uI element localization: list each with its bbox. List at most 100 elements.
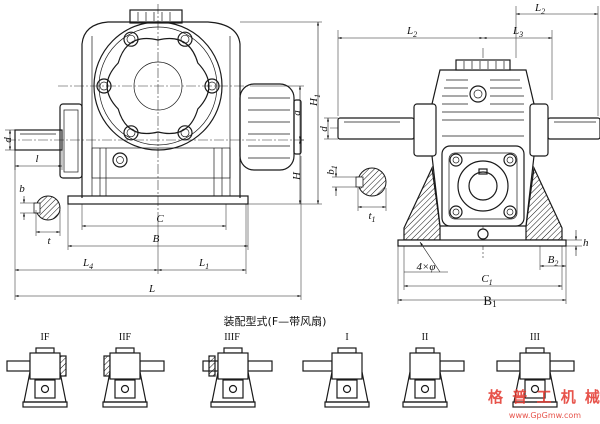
side-output-flange-stroke [441, 145, 525, 227]
dim-L2-top-symbol: L [534, 2, 541, 14]
bolt-hole-stroke [96, 78, 112, 94]
dim-h-label: h [583, 237, 589, 249]
dim-B2-label: B2 [548, 254, 559, 268]
dim-t-label: t [47, 235, 51, 247]
side-shaft-right-stroke [547, 117, 600, 140]
bolt-hole-stroke [177, 125, 193, 141]
config-icon-IIIF-stroke [228, 384, 238, 394]
keyway-section-stroke [33, 202, 41, 214]
dim-h-symbol: h [583, 237, 589, 249]
side-oil-plug [469, 85, 487, 103]
dim-L2-subscript: 2 [413, 30, 417, 39]
watermark-text: 格 普 工 机 械 [488, 388, 600, 406]
config-icon-III-stroke [524, 379, 546, 399]
cooling-fan-housing-stroke [239, 83, 295, 171]
oil-plug [112, 152, 128, 168]
shaft-right [247, 360, 273, 372]
config-icon-III [496, 347, 575, 408]
flange-corner-holes [449, 153, 517, 219]
side-bearing-covers-stroke [413, 103, 437, 157]
config-icon-I [302, 347, 370, 408]
keyway-section: b t [19, 183, 61, 247]
shaft-left [496, 360, 521, 372]
config-label-III: III [530, 332, 540, 343]
dim-b1: b1 [325, 165, 358, 196]
side-output-flange-stroke [457, 160, 509, 212]
bolt-hole-stroke [123, 125, 139, 141]
input-bearing-cover [59, 103, 83, 179]
dim-L3-symbol: L [512, 25, 519, 37]
top-cover [129, 9, 183, 24]
shaft-right [549, 360, 575, 372]
config-icon-I-stroke [337, 347, 357, 354]
output-flange-stroke [133, 61, 183, 111]
shaft-left [302, 360, 333, 372]
watermark-url: www.GpGmw.com [509, 411, 581, 420]
front-view: d l b t [2, 4, 322, 300]
bolt-hole [204, 78, 220, 94]
config-icon-IIIF-stroke [217, 352, 249, 380]
dim-h: h [566, 230, 589, 256]
bolt-hole-stroke [180, 34, 190, 44]
gear-housing-stroke [91, 147, 231, 179]
config-icon-II [402, 347, 465, 408]
fan [59, 355, 67, 377]
dim-L4: L4 [14, 150, 159, 300]
config-label-IIIF: IIIF [224, 332, 240, 343]
config-icon-II-stroke [420, 384, 430, 394]
oil-plug-stroke [116, 156, 124, 164]
output-flange [93, 21, 223, 151]
dim-H1: H1 [240, 21, 322, 205]
flange-corner-holes-stroke [452, 156, 460, 164]
dim-L2-symbol: L [406, 25, 413, 37]
dim-t: t [35, 210, 61, 247]
dim-side-d-label: d [318, 126, 330, 132]
side-cooling-fins [442, 79, 524, 137]
dim-H-symbol: H [291, 171, 303, 181]
dim-B1-subscript: 1 [492, 299, 497, 309]
callout-mounting-holes: 4×φ [404, 241, 448, 273]
dim-L4-symbol: L [82, 257, 89, 269]
dim-t1-symbol: t [368, 210, 372, 222]
config-icon-IIF-stroke [120, 384, 130, 394]
bolt-hole [177, 31, 193, 47]
bolt-hole-stroke [123, 31, 139, 47]
side-oil-plug-stroke [469, 85, 487, 103]
top-cover-stroke [129, 9, 183, 24]
bolt-hole-stroke [177, 31, 193, 47]
dim-b: b [19, 183, 36, 220]
side-output-flange-stroke [448, 152, 518, 220]
dim-C1-label: C1 [481, 273, 492, 287]
config-icon-IIF-stroke [115, 347, 135, 354]
config-icon-II-stroke [415, 347, 435, 354]
config-icon-IIF-stroke [109, 352, 141, 380]
dim-t1: t1 [357, 188, 387, 224]
dim-b1-subscript: 1 [330, 165, 339, 169]
side-shaft-right [547, 117, 600, 140]
side-drain-plug [477, 228, 489, 240]
dim-L1: L1 [158, 204, 247, 274]
dim-t1-label: t1 [368, 210, 375, 224]
dim-B-symbol: B [153, 233, 160, 245]
side-output-flange-stroke [478, 168, 488, 175]
config-icon-III-stroke [519, 352, 551, 380]
dim-L1-label: L1 [198, 257, 209, 271]
flange-corner-holes-stroke [503, 205, 517, 219]
flange-corner-holes-stroke [506, 208, 514, 216]
bolt-hole [123, 125, 139, 141]
dim-L-symbol: L [148, 283, 155, 295]
config-icon-IF-stroke [22, 401, 68, 408]
dim-L1-symbol: L [198, 257, 205, 269]
config-icon-I-stroke [324, 401, 370, 408]
dim-d-label: d [2, 137, 14, 143]
side-bearing-covers-stroke [529, 103, 549, 157]
dim-H1-symbol: H [308, 97, 320, 107]
config-icon-III-stroke [512, 401, 558, 408]
bolt-hole [96, 78, 112, 94]
output-flange-stroke [93, 21, 223, 151]
mounting-holes-label: 4×φ [416, 261, 435, 273]
config-icon-IIF-stroke [102, 401, 148, 408]
dim-B1-symbol: B [483, 293, 492, 308]
dim-C1: C1 [403, 246, 563, 290]
